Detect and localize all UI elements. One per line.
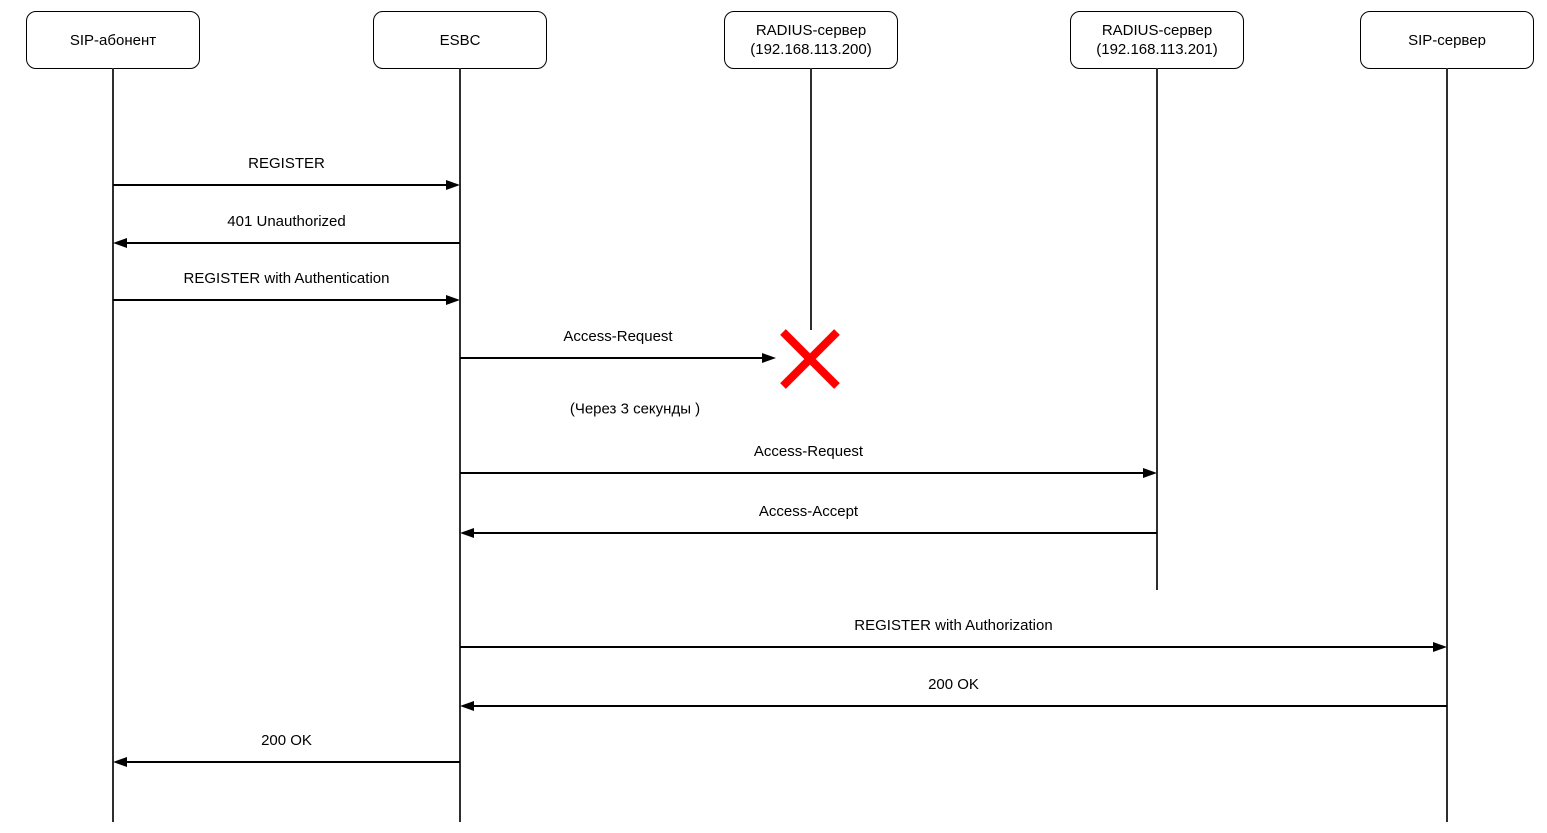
- arrowhead-icon: [460, 701, 474, 711]
- actor-label: ESBC: [439, 31, 481, 49]
- arrowhead-icon: [113, 238, 127, 248]
- actor-box-sip-server: SIP-сервер: [1360, 11, 1534, 69]
- actor-box-esbc: ESBC: [373, 11, 547, 69]
- lifeline-sip-subscriber: [112, 68, 114, 822]
- message-arrow: [125, 242, 460, 244]
- message-label: Access-Request: [753, 443, 864, 460]
- lifeline-esbc: [459, 68, 461, 822]
- lifeline-radius-server-200: [810, 68, 812, 330]
- arrowhead-icon: [1433, 642, 1447, 652]
- actor-label: RADIUS-сервер: [1101, 22, 1213, 39]
- message-label: 401 Unauthorized: [227, 213, 346, 230]
- lifeline-radius-server-201: [1156, 68, 1158, 590]
- actor-box-sip-subscriber: SIP-абонент: [26, 11, 200, 69]
- arrowhead-icon: [446, 295, 460, 305]
- actor-label: SIP-абонент: [69, 31, 157, 49]
- message-arrow: [460, 646, 1435, 648]
- actor-label: (192.168.113.201): [1096, 41, 1218, 58]
- message-arrow: [472, 532, 1157, 534]
- timeout-annotation: (Через 3 секунды ): [569, 400, 701, 418]
- actor-label: (192.168.113.200): [750, 41, 872, 58]
- message-label: REGISTER with Authentication: [183, 270, 390, 287]
- message-arrow: [472, 705, 1447, 707]
- arrowhead-icon: [762, 353, 776, 363]
- message-label: REGISTER: [248, 155, 325, 172]
- message-arrow: [113, 299, 448, 301]
- arrowhead-icon: [446, 180, 460, 190]
- arrowhead-icon: [113, 757, 127, 767]
- arrowhead-icon: [1143, 468, 1157, 478]
- actor-box-radius-server-200: RADIUS-сервер (192.168.113.200): [724, 11, 898, 69]
- message-arrow: [113, 184, 448, 186]
- lifeline-sip-server: [1446, 68, 1448, 822]
- message-label: Access-Request: [563, 328, 673, 345]
- message-arrow: [460, 357, 764, 359]
- failure-x-icon: [778, 327, 842, 396]
- message-label: Access-Accept: [758, 503, 859, 520]
- message-arrow: [460, 472, 1145, 474]
- message-label: REGISTER with Authorization: [854, 617, 1053, 634]
- message-label: 200 OK: [261, 732, 312, 749]
- message-arrow: [125, 761, 460, 763]
- actor-box-radius-server-201: RADIUS-сервер (192.168.113.201): [1070, 11, 1244, 69]
- arrowhead-icon: [460, 528, 474, 538]
- actor-label: RADIUS-сервер: [755, 22, 867, 39]
- actor-label: SIP-сервер: [1408, 31, 1486, 49]
- message-label: 200 OK: [928, 676, 979, 693]
